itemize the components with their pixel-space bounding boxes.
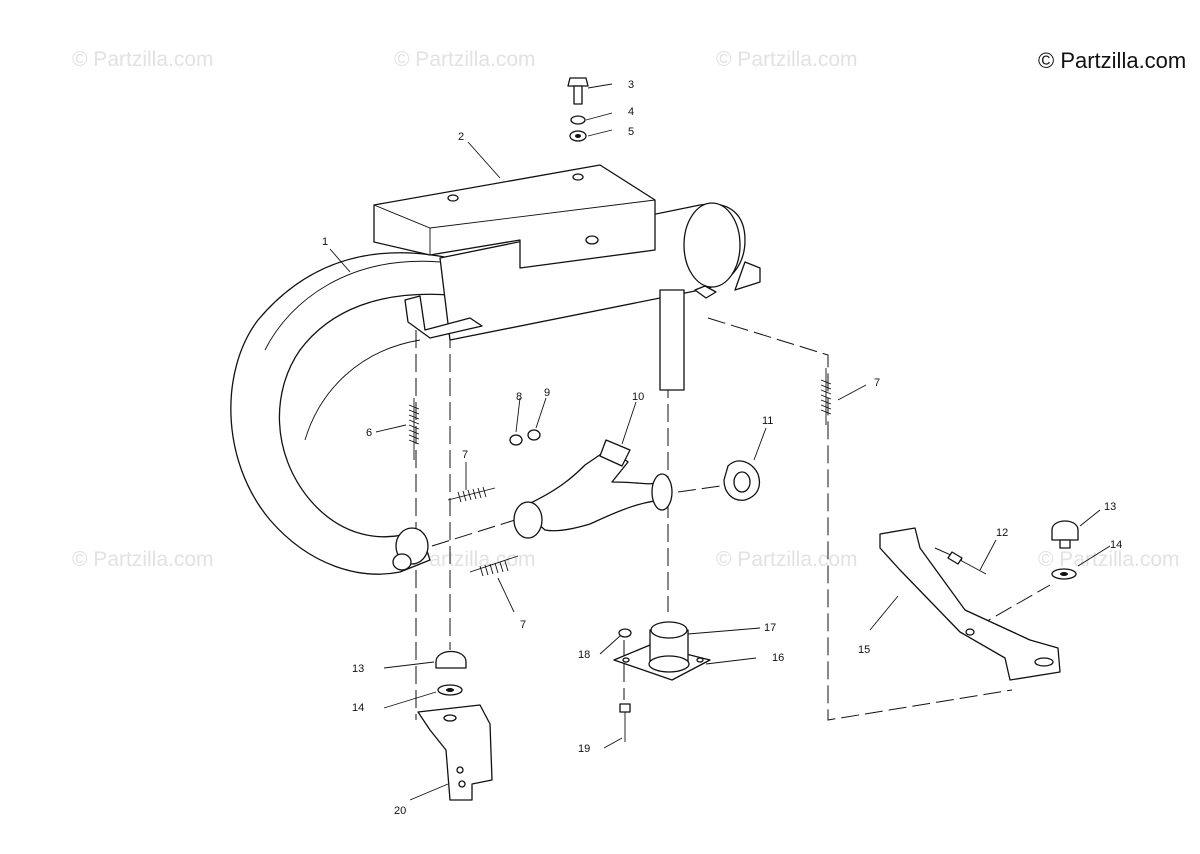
callout-6: 6	[366, 427, 372, 439]
callout-11: 11	[762, 415, 773, 427]
y-pipe	[513, 439, 673, 539]
grommet-left	[435, 650, 467, 696]
callout-8: 8	[516, 391, 522, 403]
callout-1: 1	[322, 236, 328, 248]
callout-12: 12	[996, 527, 1008, 539]
nut-and-washer	[509, 429, 541, 446]
heat-shield	[373, 164, 656, 269]
callout-10: 10	[632, 391, 644, 403]
watermark: © Partzilla.com	[394, 548, 536, 571]
callout-labels: 1 2 3 4 5 6 7 7 7 8 9 10 11 12 13 13 14 …	[322, 79, 1122, 817]
watermark: © Partzilla.com	[394, 48, 536, 71]
copyright-label: © Partzilla.com	[1038, 48, 1187, 73]
watermark: © Partzilla.com	[1038, 548, 1180, 571]
bolt-and-washers	[567, 77, 589, 142]
callout-18: 18	[578, 649, 590, 661]
watermark: © Partzilla.com	[72, 48, 214, 71]
exhaust-pipe	[230, 252, 451, 575]
screw	[947, 551, 987, 575]
bracket-right	[879, 527, 1061, 681]
muffler	[404, 202, 761, 391]
watermark: © Partzilla.com	[716, 48, 858, 71]
callout-15: 15	[858, 644, 870, 656]
leader-lines	[329, 83, 1111, 801]
callout-7: 7	[462, 449, 468, 461]
rubber-mount	[613, 621, 711, 681]
callout-9: 9	[544, 387, 550, 399]
callout-17: 17	[764, 622, 776, 634]
callout-3: 3	[628, 79, 634, 91]
callout-2: 2	[458, 131, 464, 143]
watermark: © Partzilla.com	[72, 548, 214, 571]
assembly-lines	[415, 317, 1051, 721]
grommet-right	[1051, 520, 1079, 580]
callout-7: 7	[520, 619, 526, 631]
callout-19: 19	[578, 743, 590, 755]
callout-5: 5	[628, 126, 634, 138]
watermark: © Partzilla.com	[716, 548, 858, 571]
callout-20: 20	[394, 805, 406, 817]
callout-13: 13	[352, 663, 364, 675]
gasket	[723, 460, 761, 501]
bracket-left	[417, 704, 493, 801]
callout-14: 14	[352, 702, 364, 714]
callout-13: 13	[1104, 501, 1116, 513]
callout-4: 4	[628, 106, 634, 118]
callout-7: 7	[874, 377, 880, 389]
callout-14: 14	[1110, 539, 1122, 551]
callout-16: 16	[772, 652, 784, 664]
nut-and-stud	[618, 628, 632, 742]
springs	[408, 368, 832, 577]
